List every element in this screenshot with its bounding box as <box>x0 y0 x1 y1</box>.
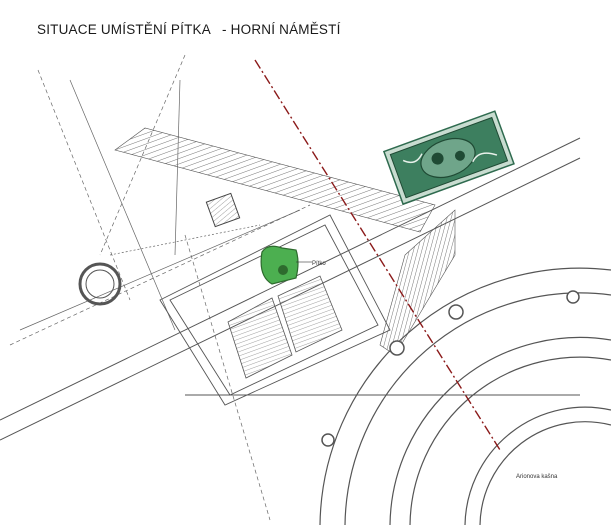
arion-label: Arionova kašna <box>516 474 558 480</box>
axis-line <box>254 59 501 451</box>
arion-fountain-arcs <box>319 267 611 525</box>
fountain-marker <box>260 245 312 285</box>
monument-drawing <box>382 110 515 206</box>
reference-lines <box>9 54 311 521</box>
fountain-label: Pítko <box>312 261 326 267</box>
arc-columns <box>321 290 580 447</box>
circular-feature <box>78 262 122 306</box>
paving-blocks <box>227 275 343 379</box>
drain-grate <box>205 192 241 228</box>
plan-title: SITUACE UMÍSTĚNÍ PÍTKA - HORNÍ NÁMĚSTÍ <box>37 22 341 37</box>
hatched-roadway <box>114 127 456 356</box>
